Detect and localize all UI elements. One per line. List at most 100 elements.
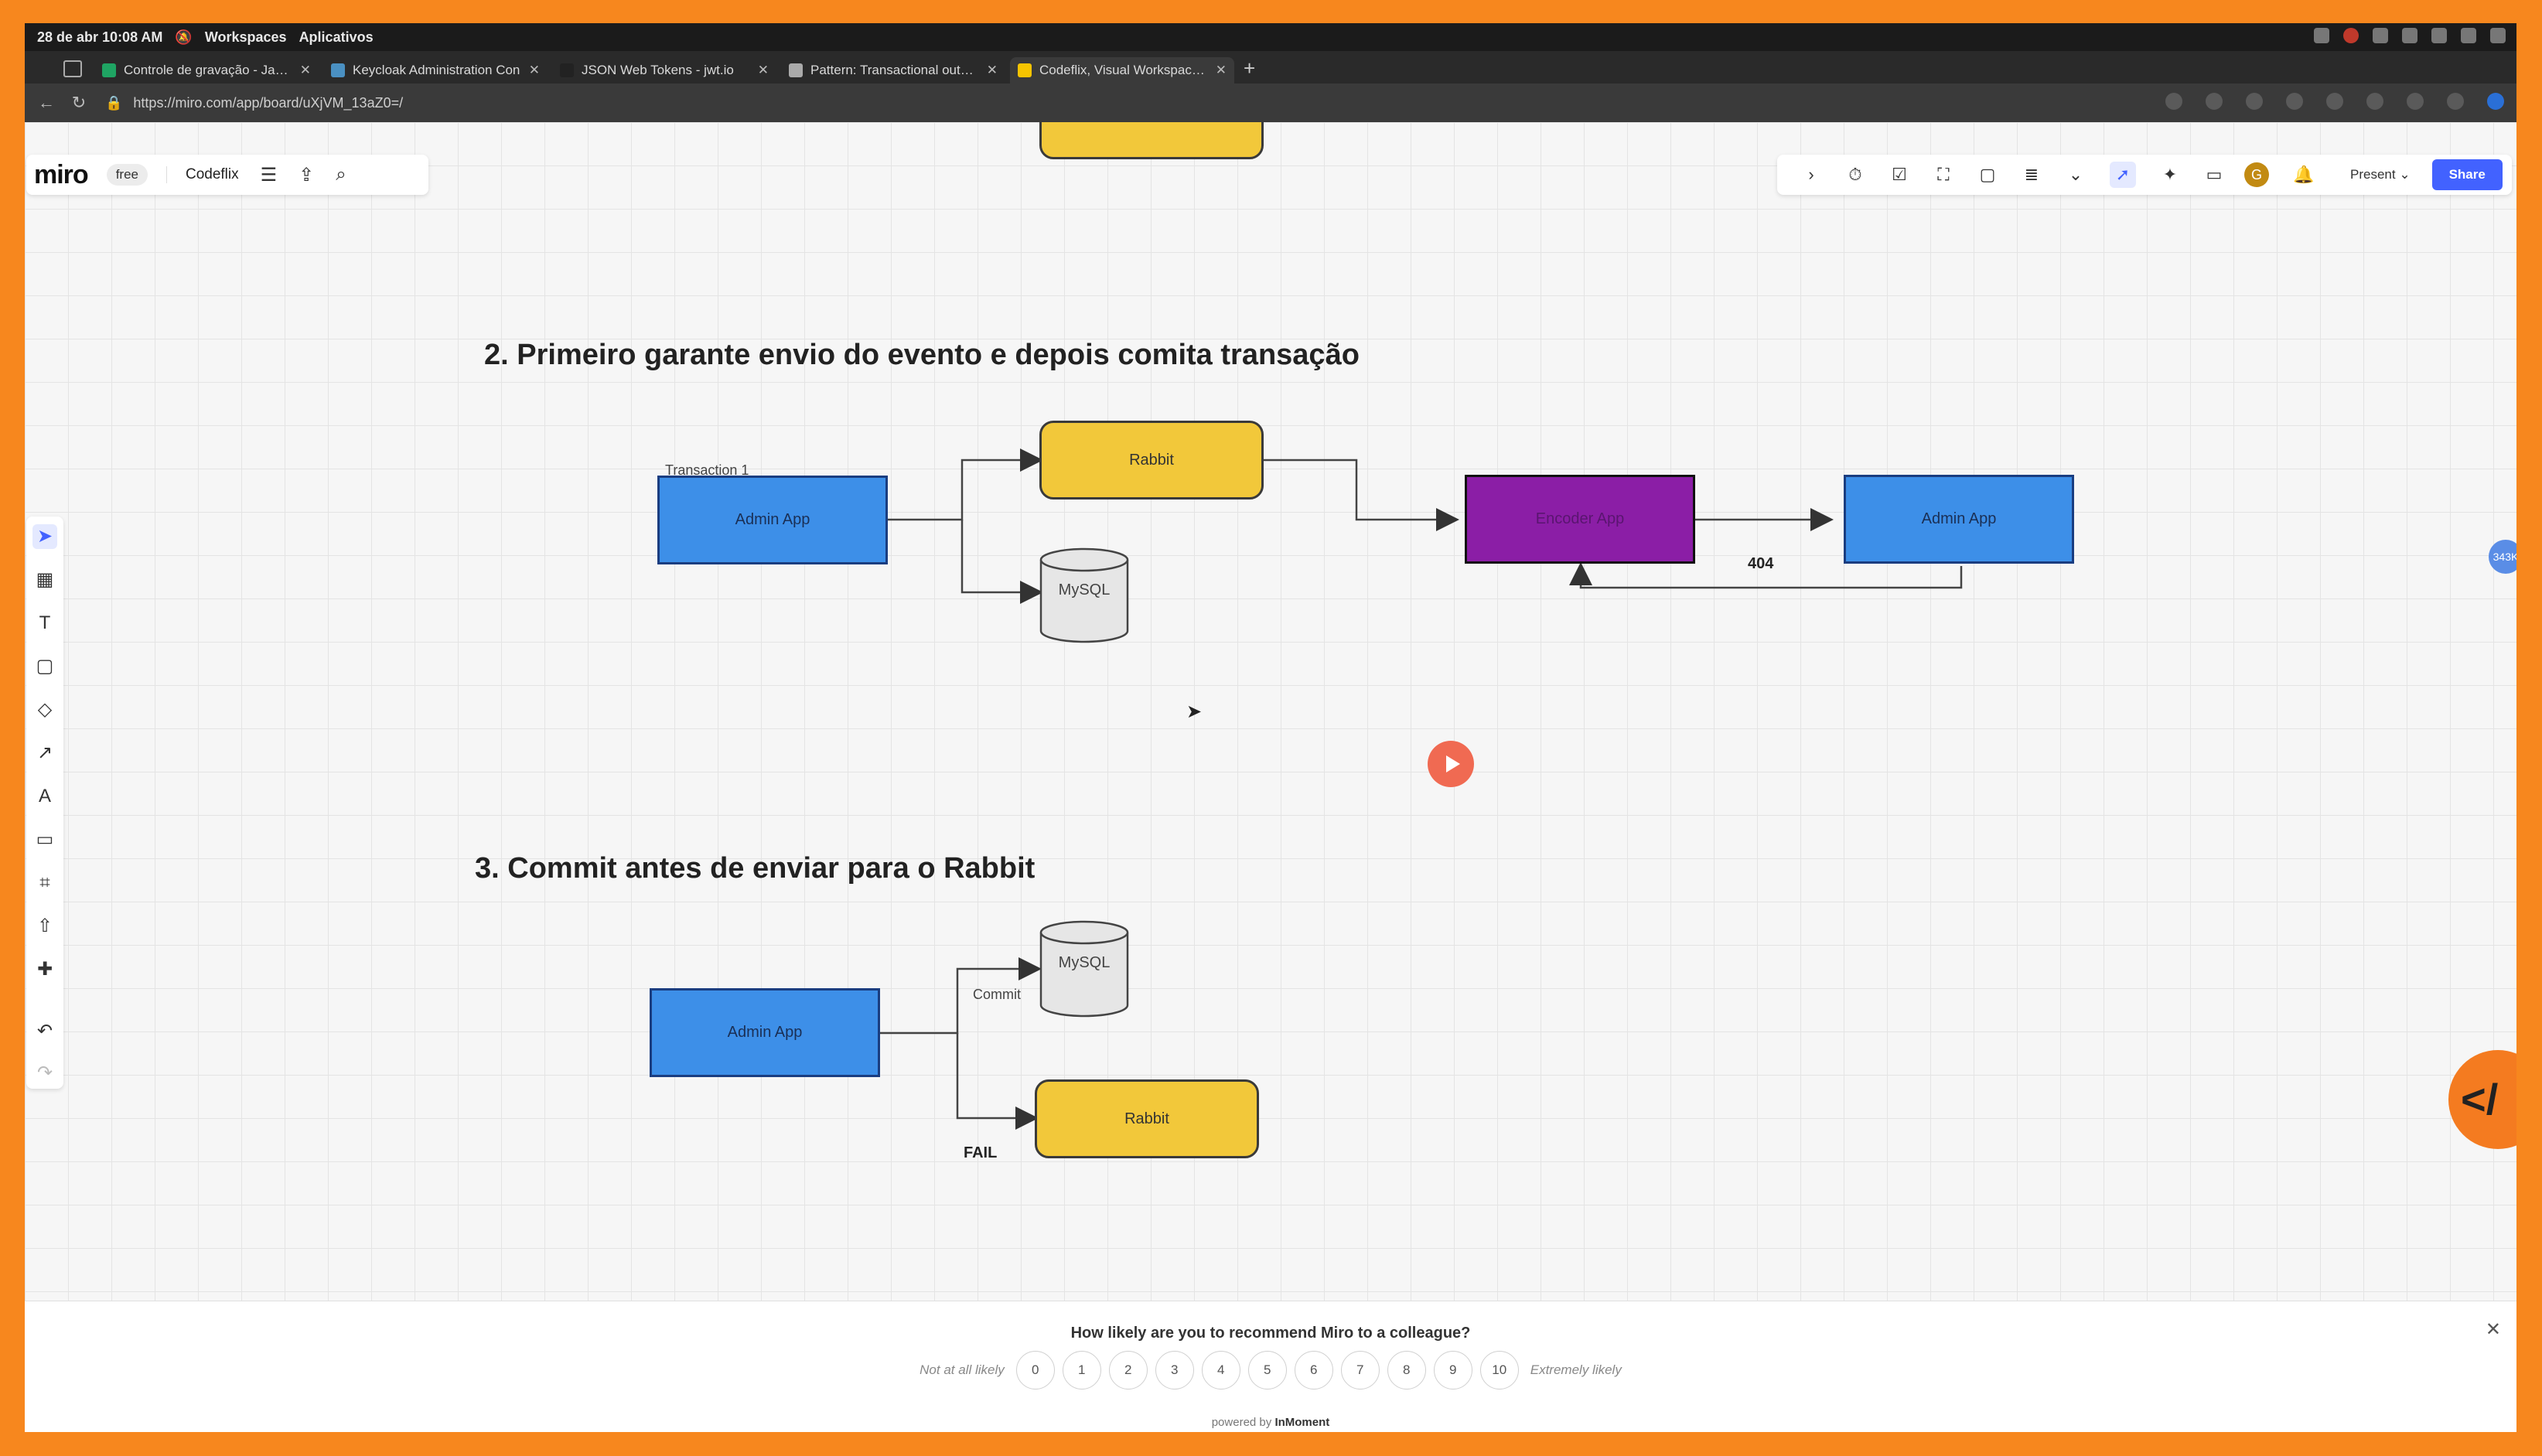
bing-icon[interactable] <box>2487 93 2504 110</box>
status-404-label[interactable]: 404 <box>1748 555 1774 572</box>
sticky-note-icon[interactable]: ▢ <box>36 656 54 677</box>
tray-app-icon[interactable] <box>2314 28 2329 43</box>
extension-icon[interactable] <box>2286 93 2303 110</box>
mysql-node-label-s3[interactable]: MySQL <box>1058 954 1111 971</box>
close-icon[interactable]: ✕ <box>528 63 540 77</box>
shapes-icon[interactable]: ◇ <box>37 699 53 720</box>
scale-option-4[interactable]: 4 <box>1201 1351 1240 1390</box>
scale-option-8[interactable]: 8 <box>1387 1351 1426 1390</box>
export-icon[interactable]: ⇪ <box>299 164 315 186</box>
tab-sidebar-icon[interactable] <box>63 60 82 77</box>
section-2-heading[interactable]: 2. Primeiro garante envio do evento e de… <box>484 339 1360 371</box>
rabbit-node-s3[interactable]: Rabbit <box>1035 1079 1259 1158</box>
admin-app-node-s3[interactable]: Admin App <box>650 988 880 1077</box>
fail-label[interactable]: FAIL <box>964 1144 998 1161</box>
close-icon[interactable]: ✕ <box>986 63 998 77</box>
rabbit-node-offscreen[interactable] <box>1039 122 1264 159</box>
templates-icon[interactable]: ▦ <box>36 569 54 590</box>
connector-icon[interactable]: ↗ <box>36 742 53 763</box>
bell-icon[interactable]: 🔔 <box>2293 165 2315 184</box>
section-3-heading[interactable]: 3. Commit antes de enviar para o Rabbit <box>475 852 1036 885</box>
microphone-icon[interactable] <box>2431 28 2447 43</box>
chevron-right-icon[interactable]: › <box>1808 165 1814 184</box>
browser-tab[interactable]: Pattern: Transactional outbox ✕ <box>781 57 1005 84</box>
timer-icon[interactable]: ⏱ <box>1848 165 1862 184</box>
tab-label: JSON Web Tokens - jwt.io <box>582 63 734 77</box>
scale-option-7[interactable]: 7 <box>1340 1351 1380 1390</box>
board-name[interactable]: Codeflix <box>165 166 239 183</box>
pen-icon[interactable]: A <box>38 786 51 806</box>
frame-icon[interactable]: ⌗ <box>39 872 50 893</box>
cursor-share-icon[interactable]: ➚ <box>2110 162 2136 188</box>
scale-option-10[interactable]: 10 <box>1479 1351 1519 1390</box>
new-tab-icon[interactable]: + <box>1244 56 1256 80</box>
browser-tab[interactable]: JSON Web Tokens - jwt.io ✕ <box>552 57 776 84</box>
undo-icon[interactable]: ↶ <box>36 1021 53 1042</box>
encoder-app-node[interactable]: Encoder App <box>1465 475 1695 564</box>
back-icon[interactable]: ← <box>38 93 55 112</box>
tray-record-icon[interactable] <box>2343 28 2359 43</box>
redo-icon[interactable]: ↷ <box>36 1062 53 1083</box>
avatar[interactable]: G <box>2244 162 2269 187</box>
tray-screen-icon[interactable] <box>2373 28 2388 43</box>
menu-icon[interactable]: ☰ <box>260 164 278 186</box>
battery-icon[interactable] <box>2461 28 2476 43</box>
profile-icon[interactable] <box>2407 93 2424 110</box>
more-icon[interactable] <box>2447 93 2464 110</box>
notifications-icon[interactable]: 🔕 <box>175 29 193 45</box>
power-icon[interactable] <box>2490 28 2506 43</box>
select-icon[interactable]: ➤ <box>32 524 57 549</box>
volume-icon[interactable] <box>2402 28 2417 43</box>
miro-board-canvas[interactable]: miro free Codeflix ☰ ⇪ ⌕ › ⏱ ☑ ⛶ ▢ ≣ ⌄ ➚… <box>25 122 2516 1324</box>
mysql-node-label[interactable]: MySQL <box>1058 581 1111 598</box>
admin-app-node[interactable]: Admin App <box>657 476 888 564</box>
present-button[interactable]: Present ⌄ <box>2350 167 2411 182</box>
admin-app-right-node[interactable]: Admin App <box>1844 475 2074 564</box>
close-icon[interactable]: ✕ <box>1215 63 1227 77</box>
upload-icon[interactable]: ⇧ <box>36 916 53 936</box>
notes-icon[interactable]: ≣ <box>2024 165 2039 184</box>
chevron-down-icon[interactable]: ⌄ <box>2068 165 2083 184</box>
close-icon[interactable]: ✕ <box>757 63 769 77</box>
voting-icon[interactable]: ☑ <box>1892 165 1907 184</box>
connector-admin-rabbit <box>887 448 1043 521</box>
comment-icon[interactable]: ▭ <box>36 829 54 850</box>
browser-tab-active[interactable]: Codeflix, Visual Workspace fo ✕ <box>1010 57 1234 84</box>
transaction-label[interactable]: Transaction 1 <box>665 462 749 478</box>
scale-option-2[interactable]: 2 <box>1108 1351 1148 1390</box>
reload-icon[interactable]: ↻ <box>71 93 87 112</box>
plan-badge[interactable]: free <box>106 164 148 186</box>
scale-option-0[interactable]: 0 <box>1015 1351 1055 1390</box>
url-field[interactable]: 🔒https://miro.com/app/board/uXjVM_13aZ0=… <box>105 95 403 111</box>
favorite-icon[interactable] <box>2206 93 2223 110</box>
refresh-extension-icon[interactable] <box>2326 93 2343 110</box>
screen-share-icon[interactable] <box>2165 93 2182 110</box>
comment-icon[interactable]: ▭ <box>2206 165 2223 184</box>
close-icon[interactable]: ✕ <box>2485 1319 2501 1340</box>
rabbit-node[interactable]: Rabbit <box>1039 421 1264 500</box>
miro-logo[interactable]: miro <box>34 159 89 189</box>
browser-tab[interactable]: Keycloak Administration Con ✕ <box>323 57 548 84</box>
close-icon[interactable]: ✕ <box>299 63 311 77</box>
number-icon[interactable]: ▢ <box>1979 165 1996 184</box>
celebrate-icon[interactable]: ✦ <box>2162 165 2178 184</box>
scale-option-3[interactable]: 3 <box>1155 1351 1194 1390</box>
powered-brand[interactable]: InMoment <box>1274 1416 1330 1429</box>
share-button[interactable]: Share <box>2431 159 2503 190</box>
scale-option-9[interactable]: 9 <box>1433 1351 1472 1390</box>
os-menu-workspaces[interactable]: Workspaces <box>204 29 287 45</box>
scale-option-1[interactable]: 1 <box>1062 1351 1101 1390</box>
commit-label[interactable]: Commit <box>973 987 1021 1002</box>
browser-tab[interactable]: Controle de gravação - Java - ✕ <box>94 57 319 84</box>
more-apps-icon[interactable]: ✚ <box>36 959 53 980</box>
scale-option-6[interactable]: 6 <box>1294 1351 1333 1390</box>
play-button[interactable] <box>1428 741 1474 787</box>
extension-icon[interactable] <box>2246 93 2263 110</box>
zoom-badge[interactable]: 343K <box>2489 540 2516 574</box>
collections-icon[interactable] <box>2366 93 2383 110</box>
search-icon[interactable]: ⌕ <box>336 164 346 185</box>
focus-icon[interactable]: ⛶ <box>1937 165 1950 184</box>
text-icon[interactable]: T <box>39 612 51 633</box>
os-menu-apps[interactable]: Aplicativos <box>299 29 374 45</box>
scale-option-5[interactable]: 5 <box>1247 1351 1287 1390</box>
